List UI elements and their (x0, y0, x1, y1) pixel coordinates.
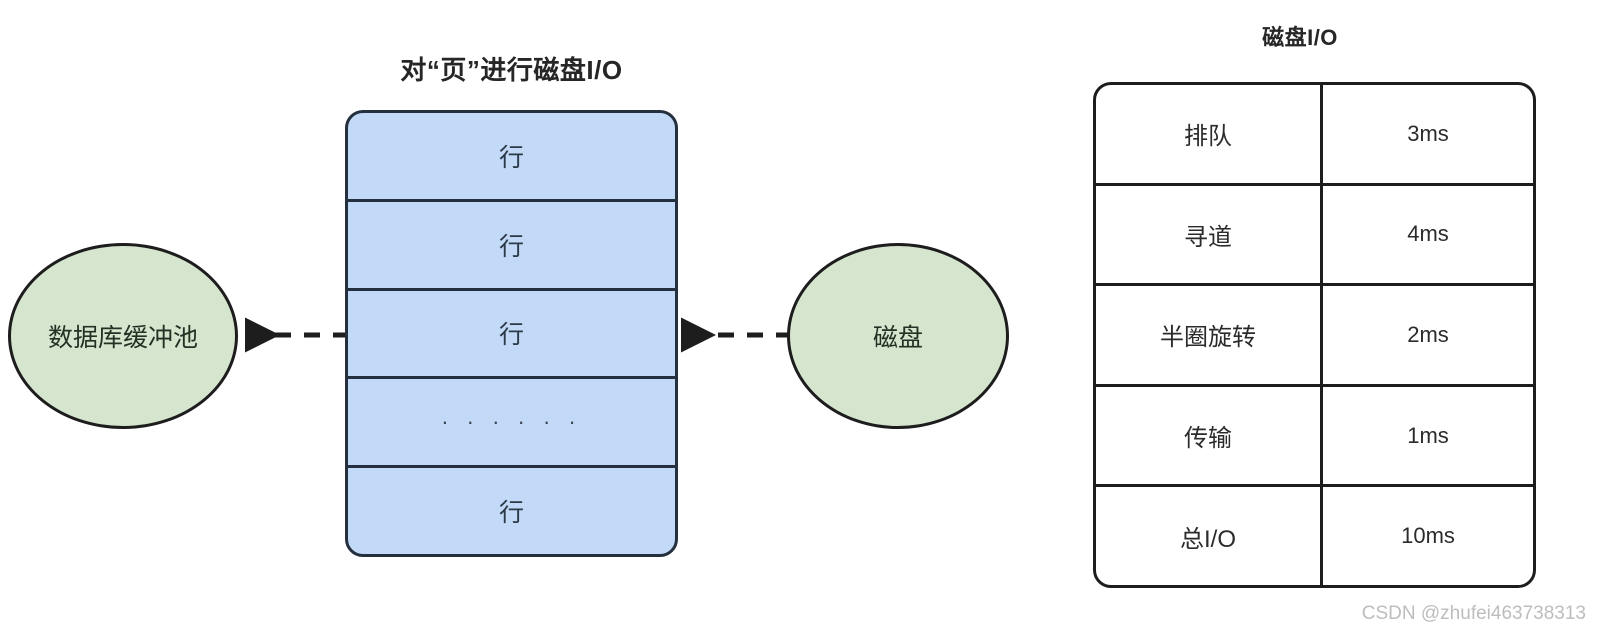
page-row: 行 (348, 113, 675, 202)
table-row: 寻道 4ms (1096, 185, 1533, 287)
page-row-label: 行 (498, 499, 524, 528)
table-row: 总I/O 10ms (1096, 487, 1533, 585)
page-row-ellipsis: · · · · · · (348, 379, 675, 469)
table-cell-value: 1ms (1407, 422, 1449, 448)
table-cell-label: 半圈旋转 (1096, 286, 1323, 384)
table-cell-label: 寻道 (1096, 185, 1323, 284)
page-row-label: 行 (498, 321, 524, 350)
page-box: 行 行 行 · · · · · · 行 (345, 110, 678, 557)
page-row-label: 行 (498, 143, 524, 172)
table-cell-value: 2ms (1407, 321, 1449, 347)
table-cell-label: 排队 (1096, 85, 1323, 183)
page-row: 行 (348, 468, 675, 554)
watermark: CSDN @zhufei463738313 (1361, 603, 1586, 624)
page-row: 行 (348, 291, 675, 380)
page-row-label: 行 (498, 232, 524, 261)
table-row: 半圈旋转 2ms (1096, 286, 1533, 387)
disk-io-table: 排队 3ms 寻道 4ms 半圈旋转 2ms 传输 1ms 总I/O 10ms (1093, 82, 1536, 588)
page-io-title: 对“页”进行磁盘I/O (400, 55, 623, 85)
table-row: 排队 3ms (1096, 85, 1533, 186)
dashed-arrow-page-to-buffer-icon (245, 317, 349, 353)
page-row-label: · · · · · · (441, 409, 582, 435)
dashed-arrow-disk-to-page-icon (681, 317, 792, 353)
disk-label: 磁盘 (872, 324, 923, 352)
table-row: 传输 1ms (1096, 386, 1533, 488)
disk-node: 磁盘 (787, 243, 1009, 429)
table-cell-value: 4ms (1407, 221, 1449, 247)
table-cell-value: 10ms (1401, 523, 1455, 549)
table-cell-value: 3ms (1407, 120, 1449, 146)
disk-io-table-title: 磁盘I/O (1262, 25, 1338, 50)
buffer-pool-node: 数据库缓冲池 (8, 243, 238, 429)
buffer-pool-label: 数据库缓冲池 (47, 324, 198, 352)
page-row: 行 (348, 202, 675, 291)
table-cell-label: 总I/O (1096, 487, 1323, 585)
table-cell-label: 传输 (1096, 386, 1323, 485)
